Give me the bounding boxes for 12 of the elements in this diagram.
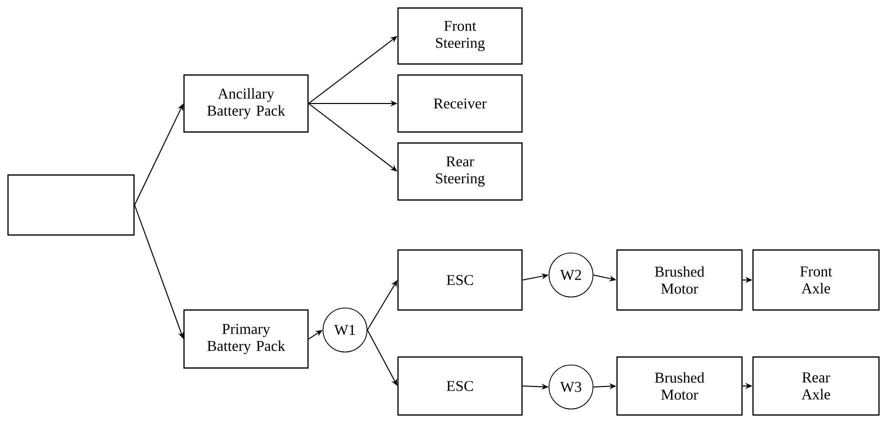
component-box: Receiver [397,74,523,133]
component-box: Front Axle [752,249,880,311]
component-box: ESC [397,356,523,416]
component-box: Rear Steering [397,142,523,201]
component-box: Ancillary Battery Pack [183,74,309,133]
component-box: Rear Axle [752,356,880,416]
component-box: Brushed Motor [616,249,743,311]
component-box: Brushed Motor [616,356,743,416]
component-box [7,174,135,236]
component-box: Front Steering [397,7,523,65]
component-box: ESC [397,249,523,311]
component-box: Primary Battery Pack [183,309,309,369]
